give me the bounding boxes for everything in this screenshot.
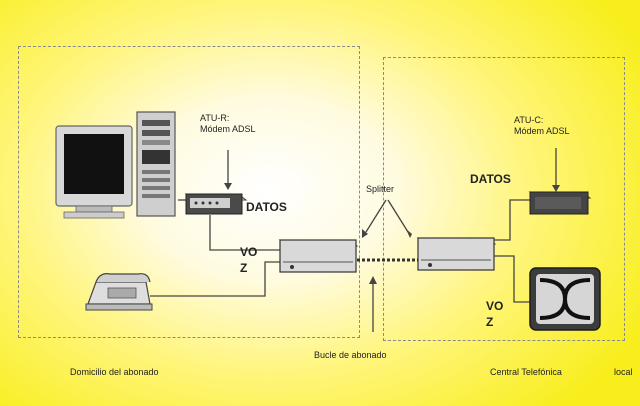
splitter-label: Splitter [366, 184, 395, 194]
modem-atur-icon [184, 193, 248, 215]
subscriber-premises-region [18, 46, 360, 338]
switch-icon [529, 267, 601, 331]
link-modem-splitter [209, 215, 280, 251]
computer-monitor-icon [55, 125, 133, 219]
central-office-region [383, 57, 625, 341]
splitter-left-icon [278, 239, 359, 273]
arrow-splitter-right [387, 199, 409, 233]
voz-right-label: VO Z [486, 298, 503, 330]
domicilio-label: Domicilio del abonado [70, 367, 159, 377]
bucle-label: Bucle de abonado [314, 350, 387, 360]
atuc-label: ATU-C: Módem ADSL [514, 115, 570, 137]
voz-left-line2: Z [240, 261, 248, 275]
local-label: local [614, 367, 633, 377]
datos-right-label: DATOS [470, 172, 511, 186]
atuc-label-line1: ATU-C: [514, 115, 544, 125]
splitter-right-icon [416, 237, 497, 271]
voz-right-line1: VO [486, 299, 504, 313]
voz-left-label: VO Z [240, 244, 257, 276]
atur-label-line1: ATU-R: [200, 113, 230, 123]
modem-atuc-icon [528, 191, 592, 215]
atur-label-line2: Módem ADSL [200, 124, 256, 134]
datos-left-label: DATOS [246, 200, 287, 214]
link-phone-splitter [150, 261, 280, 297]
atur-label: ATU-R: Módem ADSL [200, 113, 256, 135]
link-splitter-switch [494, 255, 530, 303]
voz-right-line2: Z [486, 315, 494, 329]
central-label: Central Telefónica [490, 367, 562, 377]
voz-left-line1: VO [240, 245, 258, 259]
atuc-label-line2: Módem ADSL [514, 126, 570, 136]
arrow-splitter-left [365, 199, 387, 233]
computer-tower-icon [136, 111, 176, 217]
link-splitter-datos [494, 199, 530, 241]
telephone-icon [85, 273, 153, 311]
